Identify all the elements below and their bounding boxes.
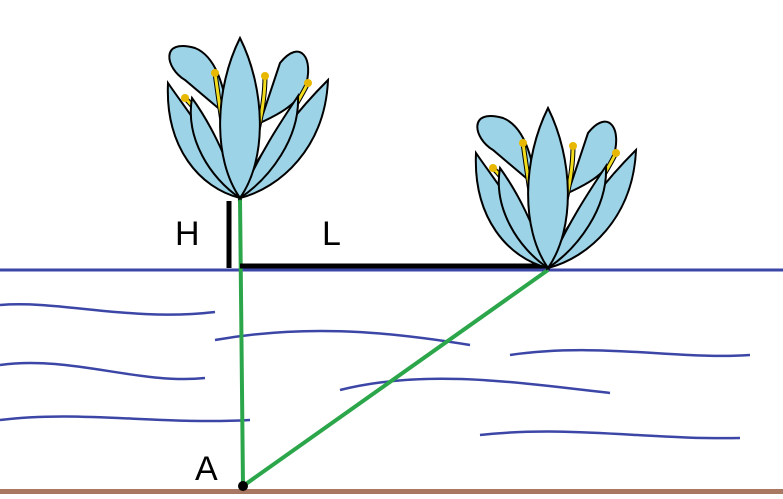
label-h: H — [175, 215, 200, 253]
vertical-stem — [238, 197, 245, 487]
water-waves — [0, 303, 751, 440]
tilted-stem — [241, 268, 550, 488]
lotus-flower-icon — [476, 108, 636, 268]
label-a: A — [195, 450, 218, 488]
bottom-line — [0, 489, 783, 494]
label-l: L — [322, 215, 341, 253]
lotus-flower-icon — [168, 38, 328, 198]
point-a-dot — [238, 481, 248, 491]
